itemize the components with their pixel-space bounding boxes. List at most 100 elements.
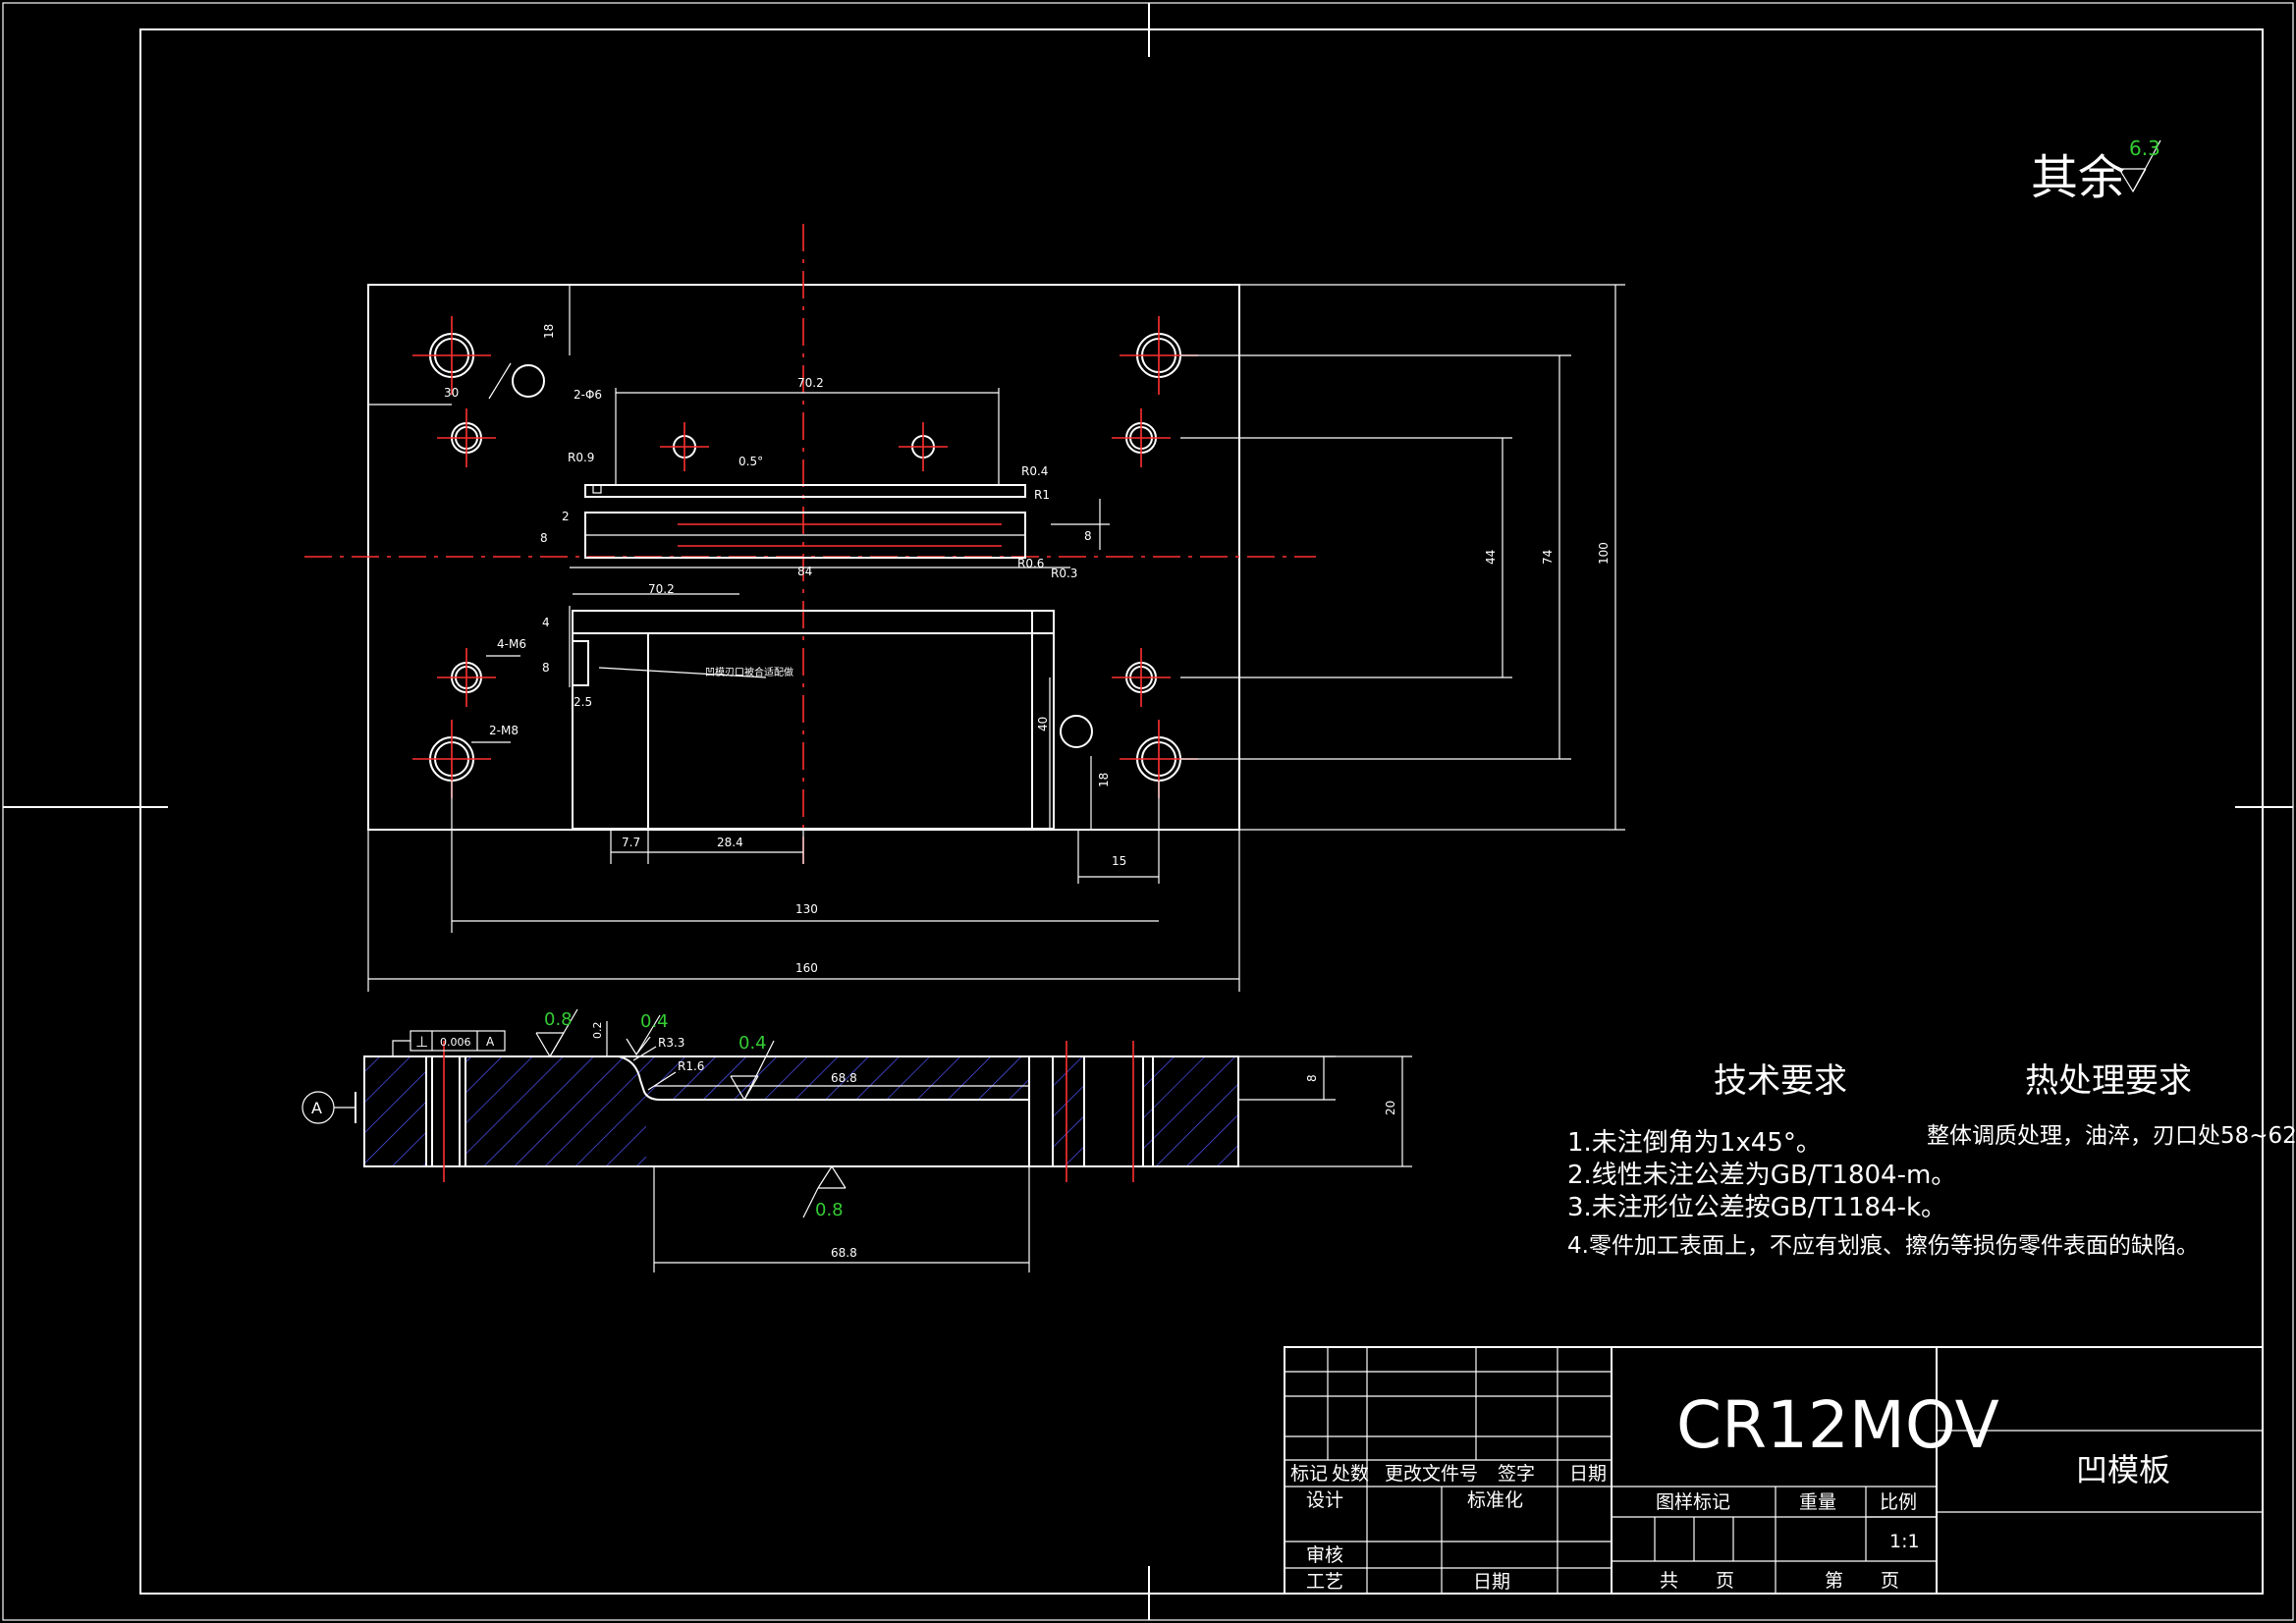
hole-m6-tl [437, 408, 496, 467]
label-sheet: 第 页 [1825, 1570, 1899, 1592]
hole-m6-br [1112, 648, 1171, 707]
dim-8-section: 8 [1305, 1074, 1319, 1082]
dim-74: 74 [1541, 550, 1555, 565]
plan-dimension-lines [367, 284, 1625, 992]
dim-0-2: 0.2 [591, 1022, 604, 1040]
datum-a-label: A [311, 1099, 322, 1117]
label-review: 审核 [1306, 1544, 1343, 1566]
part-name: 凹模板 [2076, 1451, 2170, 1488]
hole-pin-small [592, 484, 602, 494]
dim-18-top: 18 [542, 324, 556, 339]
dim-18-bottom: 18 [1097, 773, 1111, 787]
tech-req-item-1: 1.未注倒角为1x45°。 [1567, 1128, 1822, 1158]
roughness-other-label: 其余 [2031, 150, 2125, 205]
pocket-outline [572, 610, 1055, 830]
dim-70-2-mid: 70.2 [648, 582, 675, 596]
label-date: 日期 [1473, 1571, 1510, 1593]
row-label-count: 处数 [1332, 1463, 1369, 1485]
dim-4: 4 [542, 616, 550, 629]
section-outline [363, 1055, 1239, 1167]
tech-req-item-4: 4.零件加工表面上，不应有划痕、擦伤等损伤零件表面的缺陷。 [1567, 1233, 2199, 1259]
plan-dimension-labels: 18 30 2-Φ6 70.2 0.5° R0.9 R0.4 R1 2 8 84… [444, 324, 1611, 975]
title-block: CR12MOV 凹模板 标记 处数 更改文件号 签字 日期 设计 标准化 审核 … [1284, 1346, 2264, 1595]
dim-44: 44 [1484, 550, 1498, 565]
label-r0-3: R0.3 [1051, 567, 1077, 580]
dim-2: 2 [562, 510, 570, 523]
pocket-note: 凹模刃口被合适配做 [705, 666, 793, 678]
label-r1-6: R1.6 [678, 1059, 704, 1073]
dim-28-4: 28.4 [717, 836, 743, 849]
dim-8-left: 8 [540, 531, 548, 545]
row-label-signature: 签字 [1498, 1463, 1535, 1485]
hole-m6-tr [1112, 408, 1171, 467]
label-r3-3: R3.3 [658, 1036, 684, 1050]
label-standardize: 标准化 [1467, 1489, 1523, 1511]
row-label-mark: 标记 [1290, 1463, 1328, 1485]
label-2m8: 2-M8 [489, 724, 519, 737]
roughness-0-8-bottom: 0.8 [815, 1200, 844, 1220]
label-r1: R1 [1034, 488, 1050, 502]
tech-requirements-title: 技术要求 [1714, 1061, 1847, 1101]
dim-0-5deg: 0.5° [738, 455, 763, 468]
dim-8-right: 8 [1084, 529, 1092, 543]
dim-84: 84 [797, 565, 812, 578]
hole-m8-tl [412, 316, 491, 395]
tech-requirements: 技术要求 1.未注倒角为1x45°。 2.线性未注公差为GB/T1804-m。 … [1567, 1061, 2199, 1259]
heat-treatment: 热处理要求 整体调质处理，油淬，刃口处58~62HRC [1927, 1061, 2296, 1149]
dim-20-section: 20 [1384, 1101, 1397, 1115]
roughness-other-value: 6.3 [2129, 136, 2160, 160]
label-drawing-mark: 图样标记 [1656, 1491, 1730, 1513]
hole-phi6-tl [512, 364, 545, 398]
dim-40: 40 [1036, 717, 1050, 731]
dim-30: 30 [444, 386, 459, 400]
material-name: CR12MOV [1676, 1387, 1999, 1463]
label-4m6: 4-M6 [497, 637, 526, 651]
dim-2-5: 2.5 [574, 695, 592, 709]
plan-view: 18 30 2-Φ6 70.2 0.5° R0.9 R0.4 R1 2 8 84… [304, 224, 1625, 992]
tolerance-datum: A [486, 1035, 495, 1049]
roughness-0-8-top: 0.8 [544, 1009, 573, 1030]
dim-160: 160 [795, 961, 818, 975]
dim-8-small: 8 [542, 661, 550, 675]
general-roughness-symbol: 其余 6.3 [2031, 136, 2161, 205]
dim-70-2-top: 70.2 [797, 376, 824, 390]
plan-holes [412, 316, 1198, 798]
roughness-0-4-channel: 0.4 [738, 1033, 767, 1054]
label-r0-4: R0.4 [1021, 464, 1048, 478]
dim-68-8-top: 68.8 [831, 1071, 857, 1085]
value-scale: 1:1 [1889, 1531, 1920, 1552]
hole-m6-bl [437, 648, 496, 707]
tech-req-item-3: 3.未注形位公差按GB/T1184-k。 [1567, 1193, 1946, 1222]
label-2phi6: 2-Φ6 [574, 388, 602, 402]
label-scale: 比例 [1880, 1491, 1917, 1513]
die-slot-upper [584, 484, 1026, 498]
tolerance-value: 0.006 [440, 1036, 471, 1049]
dim-15: 15 [1112, 854, 1126, 868]
hole-screw-2 [899, 422, 948, 471]
datum-a-marker: A [301, 1091, 356, 1124]
dim-130: 130 [795, 902, 818, 916]
label-r0-9: R0.9 [568, 451, 594, 464]
hole-phi6-br [1060, 715, 1093, 748]
section-channel [618, 1055, 1029, 1101]
section-roughness-marks: 0.8 0.4 0.4 0.8 [535, 1008, 847, 1220]
label-design: 设计 [1306, 1489, 1343, 1511]
label-weight: 重量 [1799, 1491, 1836, 1513]
dim-100: 100 [1597, 542, 1611, 565]
label-process: 工艺 [1306, 1571, 1343, 1593]
section-view: A ⊥ 0.006 A 0.8 0.4 0.4 [301, 1008, 1412, 1272]
heat-treatment-text: 整体调质处理，油淬，刃口处58~62HRC [1927, 1123, 2296, 1149]
row-label-change-doc: 更改文件号 [1385, 1463, 1478, 1485]
hole-screw-1 [660, 422, 709, 471]
dim-68-8-bottom: 68.8 [831, 1246, 857, 1260]
section-dimensions: 0.2 R3.3 R1.6 68.8 68.8 8 20 [591, 1021, 1412, 1272]
heat-treatment-title: 热处理要求 [2025, 1061, 2192, 1101]
dim-7-7: 7.7 [622, 836, 640, 849]
tolerance-symbol: ⊥ [415, 1033, 428, 1051]
label-r0-6: R0.6 [1017, 557, 1044, 570]
row-label-date: 日期 [1569, 1463, 1607, 1485]
perpendicularity-frame: ⊥ 0.006 A [392, 1030, 506, 1056]
roughness-0-4-fillet: 0.4 [640, 1011, 669, 1032]
